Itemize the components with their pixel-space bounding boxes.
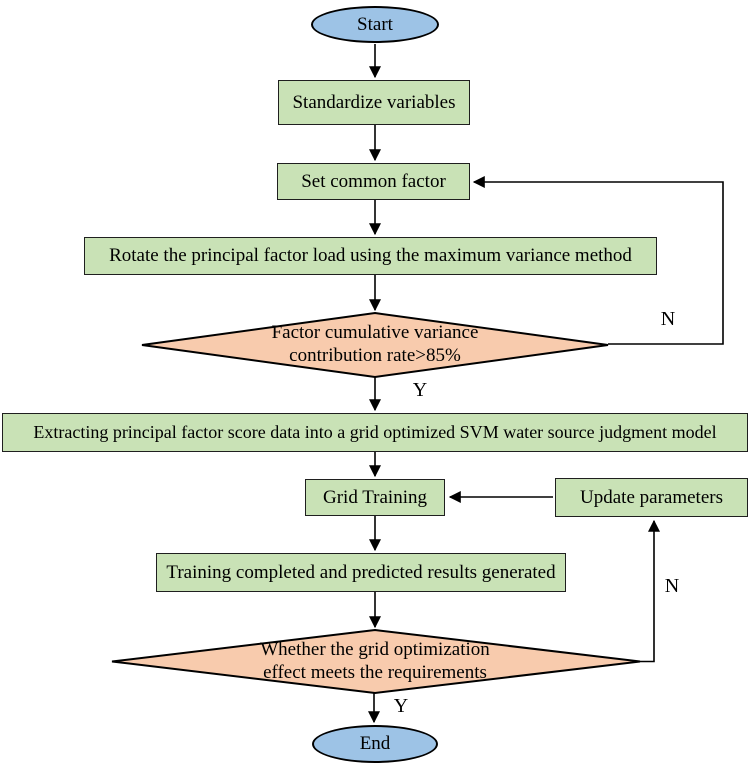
decision2-no-label: N [664,575,680,597]
update-parameters-label: Update parameters [580,486,723,508]
grid-training-label: Grid Training [323,486,427,508]
standardize-variables-label: Standardize variables [292,91,456,113]
rotate-factor-load-label: Rotate the principal factor load using t… [109,245,632,267]
decision-variance-line1: Factor cumulative variance [271,322,479,344]
end-label: End [359,733,391,755]
decision-grid-line2: effect meets the requirements [263,662,487,683]
arrow-decision1-no-loop [472,176,724,345]
decision-variance-line2: contribution rate>85% [289,345,461,366]
arrow-decision2-no-loop [640,519,660,663]
decision-grid-line1: Whether the grid optimization [260,639,490,661]
start-node: Start [311,6,439,43]
decision2-yes-label: Y [393,695,409,717]
decision1-no-label: N [660,308,676,330]
decision-variance-text: Factor cumulative variance contribution … [215,318,535,372]
update-parameters-node: Update parameters [555,478,748,517]
decision-grid-text: Whether the grid optimization effect mee… [215,635,535,689]
standardize-variables-node: Standardize variables [278,80,470,125]
decision-grid-diamond [111,628,641,695]
rotate-factor-load-node: Rotate the principal factor load using t… [84,237,657,275]
extract-score-data-node: Extracting principal factor score data i… [2,413,748,452]
end-node: End [312,725,438,763]
training-completed-node: Training completed and predicted results… [156,553,566,592]
training-completed-label: Training completed and predicted results… [166,561,556,583]
decision1-yes-label: Y [412,379,428,401]
grid-training-node: Grid Training [305,479,445,516]
extract-score-data-label: Extracting principal factor score data i… [33,422,717,443]
set-common-factor-label: Set common factor [301,170,446,192]
start-label: Start [357,13,393,35]
set-common-factor-node: Set common factor [277,163,470,200]
